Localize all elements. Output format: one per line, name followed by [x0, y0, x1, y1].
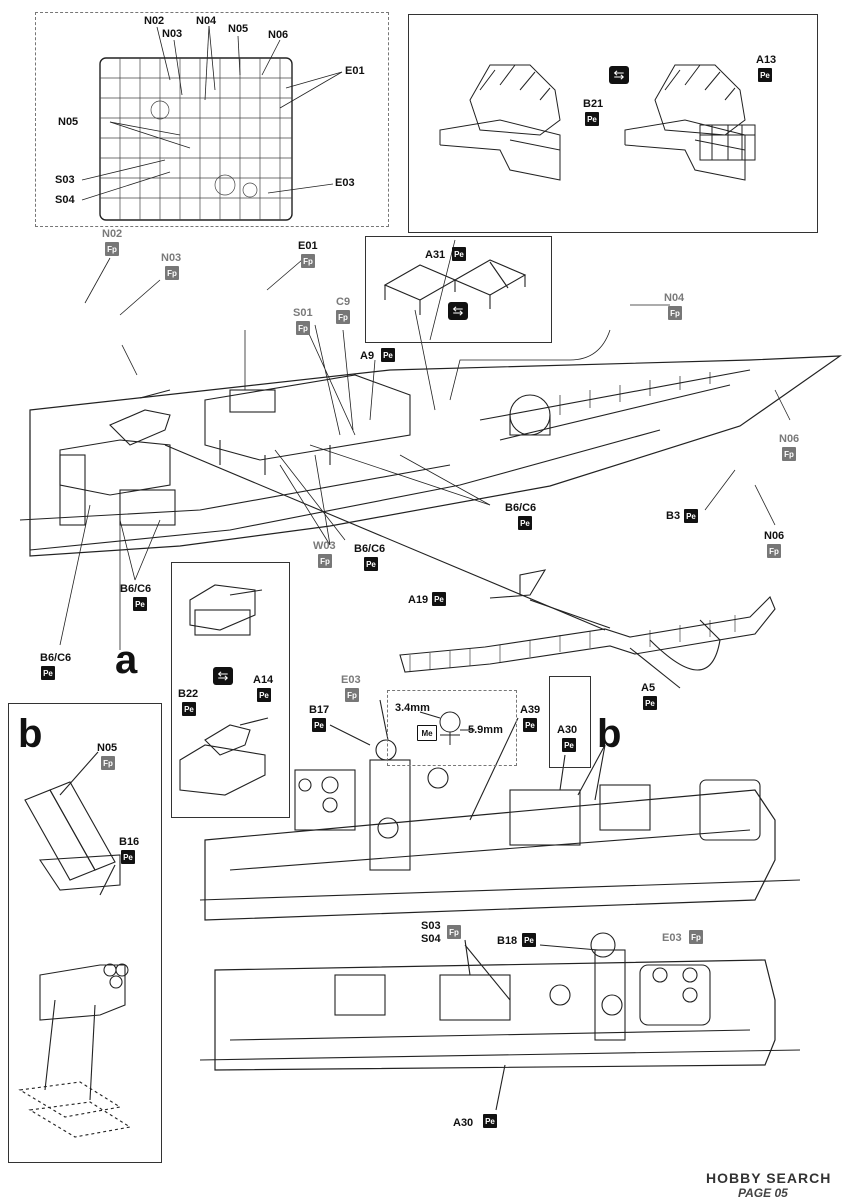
label-b17: B17: [309, 704, 330, 716]
pe-badge-b3: Pe: [684, 509, 698, 523]
dimension-box: [387, 690, 517, 766]
fp-badge-s03-s04: Fp: [447, 925, 461, 939]
label-e01-main: E01: [298, 240, 318, 252]
label-a30-b: A30: [453, 1117, 474, 1129]
a30-part-box: [549, 676, 591, 768]
label-s04: S04: [55, 194, 75, 206]
pe-badge-b6c6-c: Pe: [133, 597, 147, 611]
inset-b-letter: b: [18, 712, 43, 756]
pe-badge-a30-a: Pe: [562, 738, 576, 752]
fp-badge-n06-a: Fp: [782, 447, 796, 461]
label-b6c6-b: B6/C6: [354, 543, 386, 555]
label-b6c6-c: B6/C6: [120, 583, 152, 595]
label-a30-a: A30: [557, 724, 578, 736]
label-a13: A13: [756, 54, 777, 66]
section-label-b: b: [597, 712, 622, 756]
pe-badge-a14: Pe: [257, 688, 271, 702]
section-label-a: a: [115, 638, 138, 682]
label-a9: A9: [360, 350, 375, 362]
sprue-detail-box: [35, 12, 389, 227]
label-a39: A39: [520, 704, 541, 716]
pe-badge-a31: Pe: [452, 247, 466, 261]
label-n06-a: N06: [779, 433, 800, 445]
label-e03-b: E03: [662, 932, 682, 944]
fp-badge-s01: Fp: [296, 321, 310, 335]
fp-badge-n06-b: Fp: [767, 544, 781, 558]
pe-badge-a39: Pe: [523, 718, 537, 732]
pe-badge-a9: Pe: [381, 348, 395, 362]
pe-badge-a13: Pe: [758, 68, 772, 82]
label-b21: B21: [583, 98, 604, 110]
label-s04-lower: S04: [421, 933, 441, 945]
label-e03-a: E03: [341, 674, 361, 686]
label-a14: A14: [253, 674, 274, 686]
fp-badge-n04: Fp: [668, 306, 682, 320]
fp-badge-e03-a: Fp: [345, 688, 359, 702]
me-badge: Me: [417, 725, 437, 741]
label-e03: E03: [335, 177, 355, 189]
label-b6c6-d: B6/C6: [40, 652, 72, 664]
label-s03: S03: [55, 174, 75, 186]
label-n02-main: N02: [102, 228, 123, 240]
pe-badge-b21: Pe: [585, 112, 599, 126]
label-n06-b: N06: [764, 530, 785, 542]
swap-arrows-icon-a31: ⇆: [448, 302, 468, 320]
swap-arrows-icon-a14: ⇆: [213, 667, 233, 685]
fp-badge-n02: Fp: [105, 242, 119, 256]
pe-badge-a5: Pe: [643, 696, 657, 710]
pe-badge-b17: Pe: [312, 718, 326, 732]
label-n05-left: N05: [58, 116, 79, 128]
label-a19: A19: [408, 594, 429, 606]
mast-variant-box: [408, 14, 818, 233]
label-s01: S01: [293, 307, 313, 319]
label-b3: B3: [666, 510, 681, 522]
label-b6c6-a: B6/C6: [505, 502, 537, 514]
fp-badge-e03-b: Fp: [689, 930, 703, 944]
fp-badge-n03: Fp: [165, 266, 179, 280]
deck-plate-variant-box: [365, 236, 552, 343]
label-a5: A5: [641, 682, 656, 694]
fp-badge-c9: Fp: [336, 310, 350, 324]
label-n03: N03: [162, 28, 183, 40]
label-n05-top: N05: [228, 23, 249, 35]
label-n04: N04: [196, 15, 217, 27]
pe-badge-b22: Pe: [182, 702, 196, 716]
swap-arrows-icon: ⇆: [609, 66, 629, 84]
hobby-search-logo: HOBBY SEARCH: [706, 1170, 832, 1186]
label-s03-lower: S03: [421, 920, 441, 932]
pe-badge-b16: Pe: [121, 850, 135, 864]
inset-a-box: [171, 562, 290, 818]
fp-badge-e01: Fp: [301, 254, 315, 268]
label-dim-3-4mm: 3.4mm: [395, 702, 430, 714]
label-n03-main: N03: [161, 252, 182, 264]
label-dim-5-9mm: 5.9mm: [468, 724, 503, 736]
label-b16: B16: [119, 836, 140, 848]
inset-b-box: [8, 703, 162, 1163]
label-a31: A31: [425, 249, 446, 261]
label-b18: B18: [497, 935, 518, 947]
label-e01: E01: [345, 65, 365, 77]
pe-badge-a19: Pe: [432, 592, 446, 606]
fp-badge-n05: Fp: [101, 756, 115, 770]
pe-badge-b18: Pe: [522, 933, 536, 947]
label-b22: B22: [178, 688, 199, 700]
pe-badge-a30-b: Pe: [483, 1114, 497, 1128]
fp-badge-w03: Fp: [318, 554, 332, 568]
pe-badge-b6c6-a: Pe: [518, 516, 532, 530]
label-w03: W03: [313, 540, 336, 552]
page-number: PAGE 05: [738, 1186, 788, 1200]
pe-badge-b6c6-d: Pe: [41, 666, 55, 680]
label-n06: N06: [268, 29, 289, 41]
label-n04-main: N04: [664, 292, 685, 304]
pe-badge-b6c6-b: Pe: [364, 557, 378, 571]
label-c9: C9: [336, 296, 351, 308]
label-n05-inset: N05: [97, 742, 118, 754]
label-n02: N02: [144, 15, 165, 27]
